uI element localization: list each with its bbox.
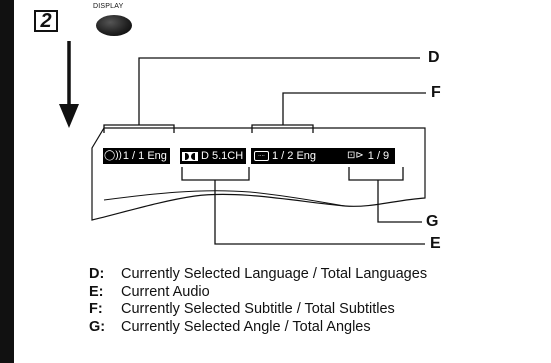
bracket-f [251, 124, 314, 133]
legend-text: Current Audio [121, 283, 210, 300]
osd-gap [318, 148, 323, 164]
osd-angle: ⊡⊳ 1 / 9 [323, 148, 396, 164]
legend-item: E: Current Audio [89, 284, 427, 302]
osd-audio-value: 1 / 1 Eng [122, 150, 167, 162]
bracket-g [348, 167, 404, 181]
legend-key: G: [89, 318, 106, 335]
screen-outline [91, 127, 426, 221]
display-button[interactable] [96, 15, 132, 36]
legend-key: F: [89, 301, 103, 317]
leader-g [377, 180, 422, 223]
osd-dolby-value: D 5.1CH [201, 150, 244, 162]
callout-g: G [426, 213, 439, 230]
legend-item: D: Currently Selected Language / Total L… [89, 266, 427, 284]
osd-subtitle: .... 1 / 2 Eng [251, 148, 320, 164]
osd-audio: ◯)) 1 / 1 Eng [103, 148, 170, 164]
camera-angle-icon: ⊡⊳ [347, 150, 364, 161]
legend-key: D: [89, 266, 105, 282]
bracket-e [181, 167, 250, 181]
legend-item: G: Currently Selected Angle / Total Angl… [89, 319, 427, 337]
callout-d: D [428, 49, 440, 66]
legend-text: Currently Selected Angle / Total Angles [121, 318, 371, 335]
callout-f: F [431, 84, 441, 101]
legend-text: Currently Selected Subtitle / Total Subt… [121, 301, 395, 317]
display-button-label: DISPLAY [93, 3, 124, 10]
leader-e [214, 180, 425, 245]
arrow-head [59, 104, 79, 128]
left-margin-bar [0, 0, 14, 363]
dolby-icon [182, 151, 198, 161]
step-number: 2 [34, 10, 58, 32]
bracket-d [103, 124, 175, 133]
legend-key: E: [89, 283, 104, 300]
screen-inner-curve [103, 190, 346, 207]
subtitle-icon: .... [254, 151, 269, 161]
osd-angle-value: 1 / 9 [367, 150, 390, 162]
legend-item: F: Currently Selected Subtitle / Total S… [89, 301, 427, 319]
legend-text: Currently Selected Language / Total Lang… [121, 266, 428, 282]
callout-e: E [430, 235, 441, 252]
osd-dolby: D 5.1CH [180, 148, 247, 164]
audio-language-icon: ◯)) [104, 150, 122, 161]
legend: D: Currently Selected Language / Total L… [89, 266, 427, 336]
leader-d [138, 57, 420, 125]
leader-f [282, 92, 426, 125]
osd-subtitle-value: 1 / 2 Eng [272, 150, 317, 162]
